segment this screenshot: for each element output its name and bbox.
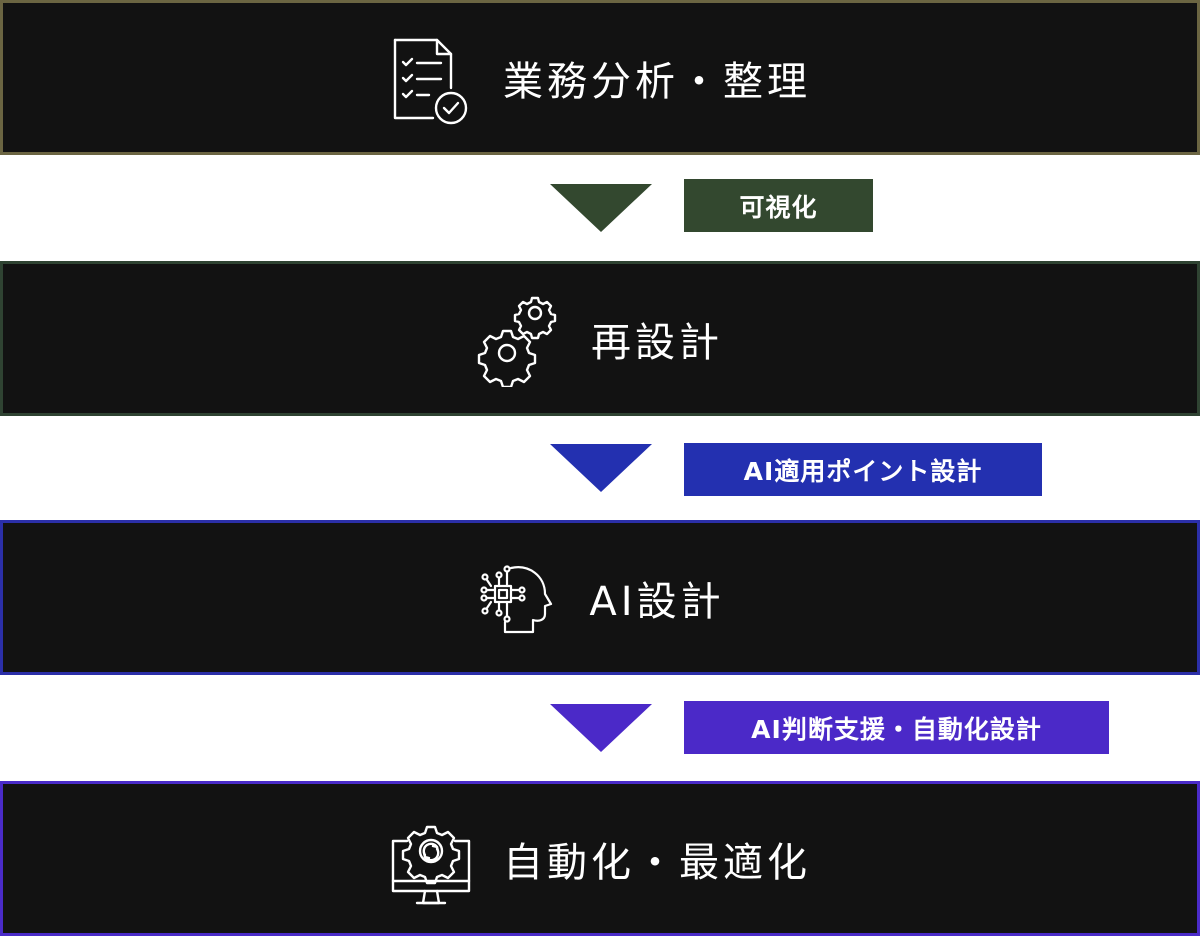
stage-title: 自動化・最適化 bbox=[503, 839, 811, 886]
stage-automation-optimization: 自動化・最適化 bbox=[0, 781, 1200, 936]
stage-title: AI設計 bbox=[589, 578, 725, 625]
down-arrow-2 bbox=[550, 444, 652, 492]
down-arrow-3 bbox=[550, 704, 652, 752]
transition-label-ai-application-points: AI適用ポイント設計 bbox=[684, 443, 1042, 496]
stage-title: 業務分析・整理 bbox=[503, 58, 811, 105]
gears-icon bbox=[477, 291, 561, 387]
stage-title: 再設計 bbox=[591, 319, 723, 366]
transition-label-visualization: 可視化 bbox=[684, 179, 873, 232]
monitor-gear-icon bbox=[389, 811, 473, 907]
transition-label-ai-decision-automation: AI判断支援・自動化設計 bbox=[684, 701, 1109, 754]
ai-head-chip-icon bbox=[475, 550, 559, 646]
checklist-document-icon bbox=[389, 30, 473, 126]
stage-redesign: 再設計 bbox=[0, 261, 1200, 416]
stage-business-analysis: 業務分析・整理 bbox=[0, 0, 1200, 155]
down-arrow-1 bbox=[550, 184, 652, 232]
stage-ai-design: AI設計 bbox=[0, 520, 1200, 675]
